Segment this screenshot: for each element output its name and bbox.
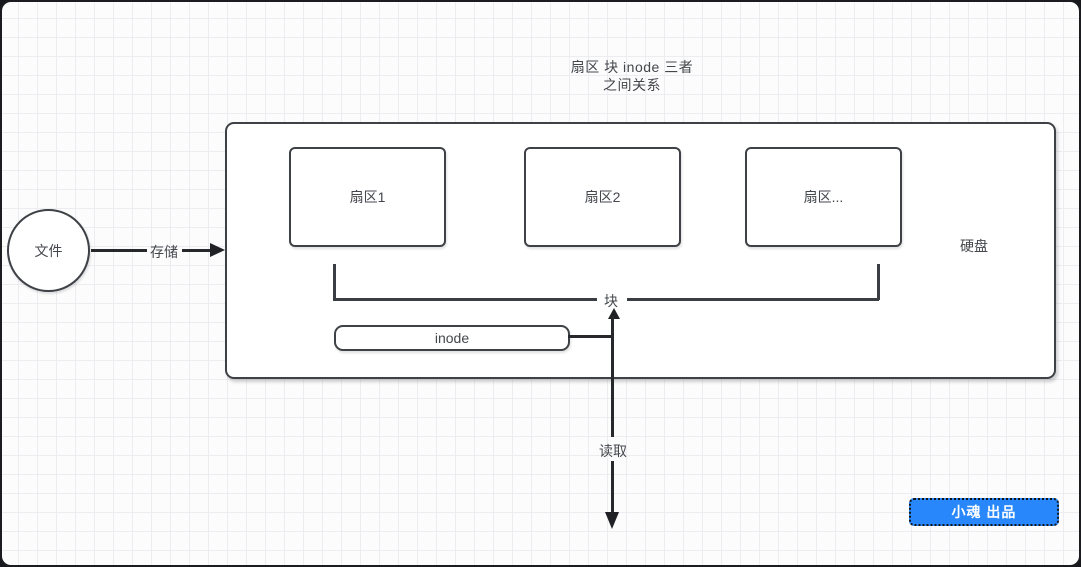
disk-label: 硬盘: [960, 238, 988, 254]
sector-box-more[interactable]: 扇区...: [745, 147, 902, 247]
arrowhead-up-icon: [608, 308, 620, 319]
block-bracket-horizontal-right: [627, 298, 879, 301]
read-arrow-line-top: [611, 316, 614, 437]
store-arrow-label: 存储: [150, 244, 178, 260]
inode-connector-line: [568, 335, 612, 338]
arrowhead-down-icon: [605, 512, 619, 529]
diagram-title: 扇区 块 inode 三者 之间关系: [432, 58, 832, 94]
read-arrow-label: 读取: [599, 443, 627, 459]
block-bracket-horizontal-left: [333, 298, 597, 301]
block-bracket-left: [333, 264, 336, 300]
block-label: 块: [604, 293, 618, 309]
disk-container[interactable]: 扇区1 扇区2 扇区... 硬盘 块 inode: [225, 122, 1056, 379]
sector-2-label: 扇区2: [584, 189, 621, 205]
sector-1-label: 扇区1: [349, 189, 386, 205]
read-arrow-line-bottom: [611, 461, 614, 514]
diagram-title-line1: 扇区 块 inode 三者: [570, 59, 694, 75]
watermark-badge[interactable]: 小魂 出品: [909, 498, 1059, 526]
sector-box-1[interactable]: 扇区1: [289, 147, 446, 247]
store-arrow-line-right: [182, 249, 212, 252]
file-node-label: 文件: [34, 242, 63, 259]
sector-box-2[interactable]: 扇区2: [524, 147, 681, 247]
inode-label: inode: [434, 330, 470, 346]
inode-box[interactable]: inode: [334, 325, 570, 351]
block-bracket-right: [877, 264, 880, 300]
diagram-title-line2: 之间关系: [603, 77, 661, 93]
watermark-label: 小魂 出品: [951, 504, 1017, 520]
sector-more-label: 扇区...: [803, 189, 844, 205]
arrowhead-right-icon: [210, 243, 225, 257]
file-node[interactable]: 文件: [7, 209, 90, 292]
store-arrow-line-left: [91, 249, 147, 252]
